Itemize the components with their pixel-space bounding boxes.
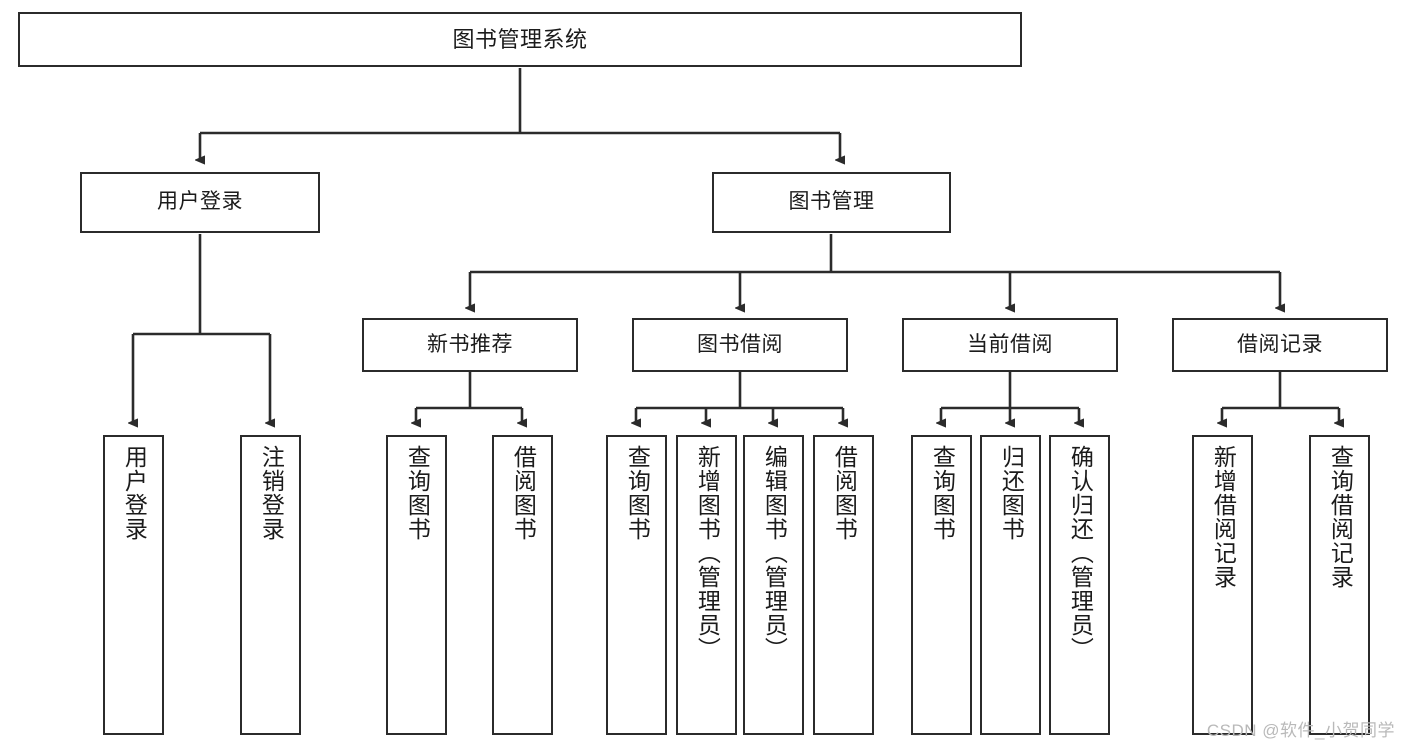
node-current-borrowing[interactable]: 当前借阅	[902, 318, 1118, 372]
edge-root-to-level2	[200, 68, 840, 160]
node-label: 新增图书（管理员）	[694, 445, 721, 661]
edge-book-borrow-to-leaves	[636, 372, 843, 423]
node-label: 用户登录	[121, 445, 148, 541]
leaf-query-book-recommendation[interactable]: 查询图书	[386, 435, 447, 735]
leaf-query-book-current[interactable]: 查询图书	[911, 435, 972, 735]
node-label: 确认归还（管理员）	[1067, 445, 1094, 661]
node-label: 图书管理	[788, 190, 875, 214]
node-label: 查询图书	[929, 445, 956, 541]
node-label: 当前借阅	[967, 332, 1053, 356]
node-label: 新增借阅记录	[1210, 445, 1237, 589]
node-label: 新书推荐	[427, 332, 513, 356]
node-user-login[interactable]: 用户登录	[80, 172, 320, 233]
node-label: 图书借阅	[697, 332, 783, 356]
edge-borrow-record-to-leaves	[1222, 372, 1339, 423]
node-label: 编辑图书（管理员）	[761, 445, 788, 661]
edge-new-book-rec-to-leaves	[416, 372, 522, 423]
leaf-add-book-admin[interactable]: 新增图书（管理员）	[676, 435, 737, 735]
edge-book-manage-to-level3	[470, 234, 1280, 308]
leaf-borrow-book-recommendation[interactable]: 借阅图书	[492, 435, 553, 735]
leaf-confirm-return-admin[interactable]: 确认归还（管理员）	[1049, 435, 1110, 735]
node-label: 用户登录	[157, 190, 243, 214]
node-label: 借阅图书	[510, 445, 537, 541]
node-root-book-management-system[interactable]: 图书管理系统	[18, 12, 1022, 67]
node-label: 查询图书	[404, 445, 431, 541]
node-new-book-recommendation[interactable]: 新书推荐	[362, 318, 578, 372]
node-label: 查询借阅记录	[1327, 445, 1354, 589]
node-label: 查询图书	[624, 445, 651, 541]
node-label: 借阅记录	[1237, 332, 1323, 356]
leaf-add-borrow-record[interactable]: 新增借阅记录	[1192, 435, 1253, 735]
leaf-user-login[interactable]: 用户登录	[103, 435, 164, 735]
leaf-return-book[interactable]: 归还图书	[980, 435, 1041, 735]
csdn-watermark: CSDN @软件_小贺同学	[1206, 721, 1395, 740]
leaf-user-logout[interactable]: 注销登录	[240, 435, 301, 735]
node-label: 注销登录	[258, 445, 285, 541]
edge-current-borrow-to-leaves	[941, 372, 1079, 423]
leaf-query-book-borrowing[interactable]: 查询图书	[606, 435, 667, 735]
leaf-query-borrow-record[interactable]: 查询借阅记录	[1309, 435, 1370, 735]
node-label: 图书管理系统	[452, 26, 588, 52]
node-book-management[interactable]: 图书管理	[712, 172, 951, 233]
edge-user-login-to-leaves	[133, 234, 270, 423]
node-book-borrowing[interactable]: 图书借阅	[632, 318, 848, 372]
node-label: 借阅图书	[831, 445, 858, 541]
leaf-edit-book-admin[interactable]: 编辑图书（管理员）	[743, 435, 804, 735]
node-borrowing-record[interactable]: 借阅记录	[1172, 318, 1388, 372]
node-label: 归还图书	[998, 445, 1025, 541]
leaf-borrow-book[interactable]: 借阅图书	[813, 435, 874, 735]
